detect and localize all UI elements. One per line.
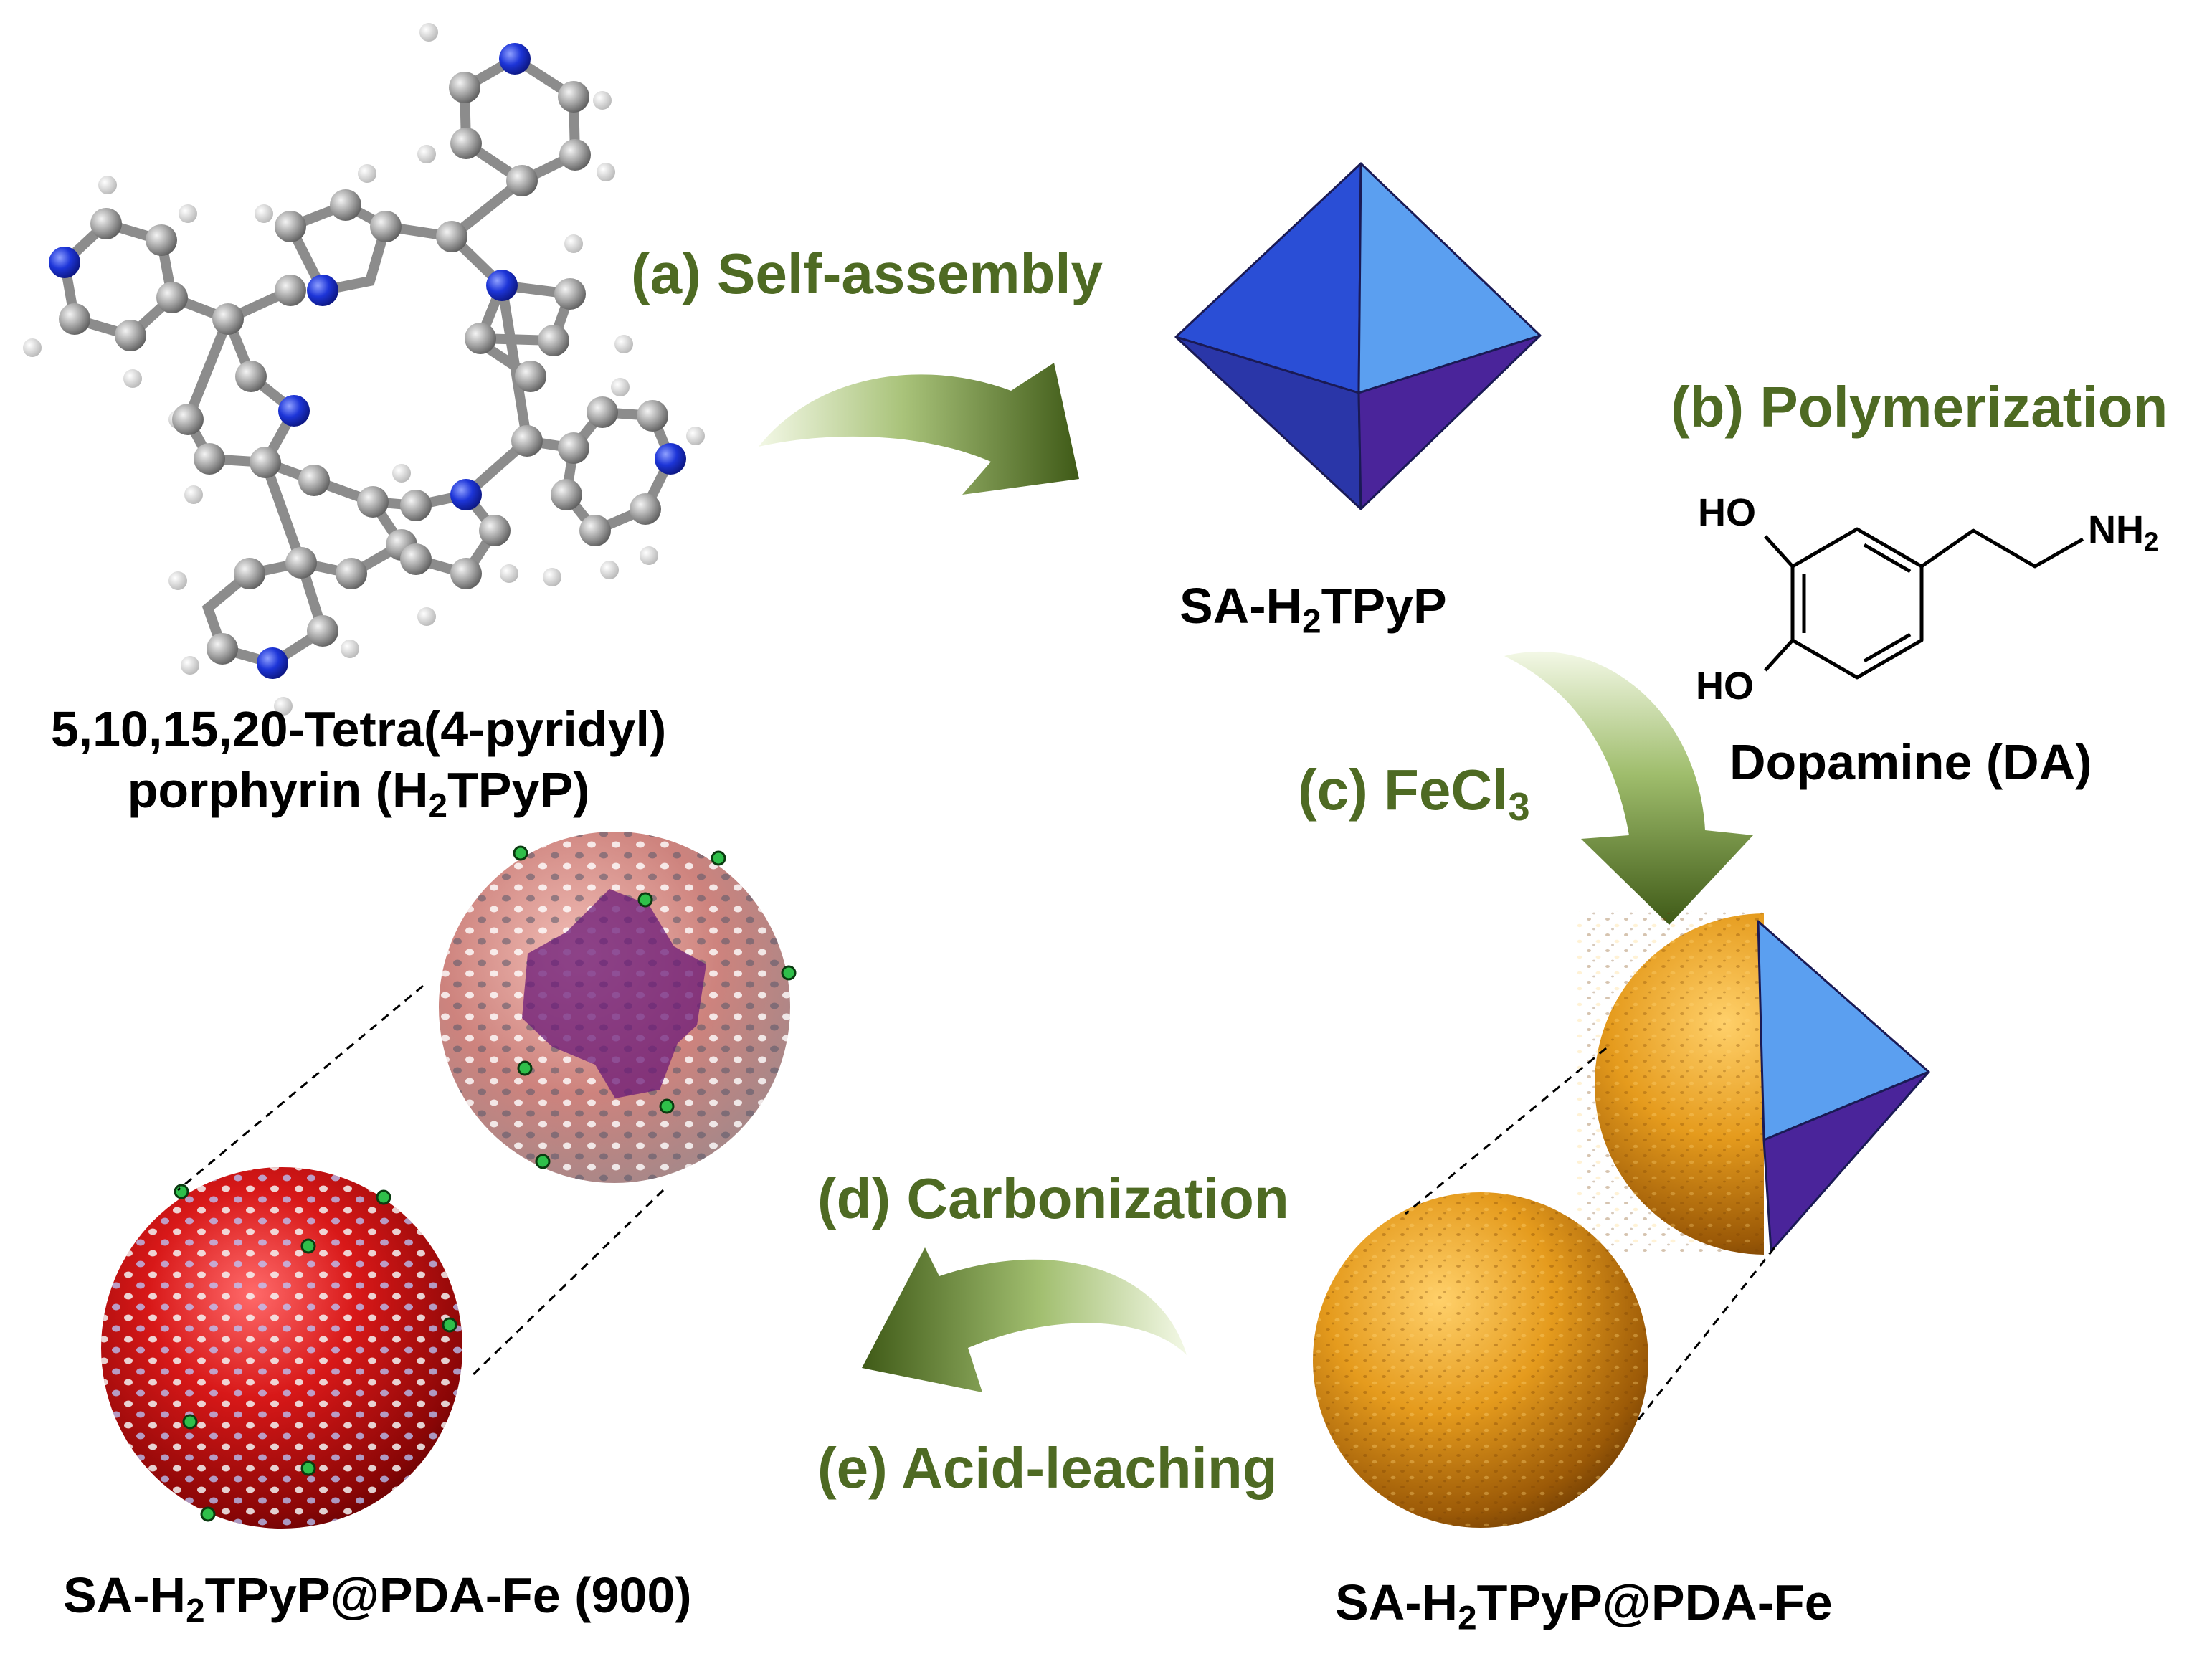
porphyrin-name-line2: porphyrin (H2TPyP) xyxy=(127,762,590,825)
step-carbonization-label: (d) Carbonization xyxy=(817,1166,1289,1230)
zoom-lines-left xyxy=(177,984,665,1379)
sa-h2tpyp-pda-fe-label: SA-H2TPyP@PDA-Fe xyxy=(1335,1574,1833,1638)
porphyrin-name-line1: 5,10,15,20-Tetra(4-pyridyl) xyxy=(50,701,667,757)
dopamine-label: Dopamine (DA) xyxy=(1729,734,2092,790)
porphyrin-name-label: 5,10,15,20-Tetra(4-pyridyl) porphyrin (H… xyxy=(14,699,703,827)
step-fecl3-subscript: 3 xyxy=(1508,785,1530,830)
half-coated-octahedron xyxy=(1577,911,1930,1255)
octahedron-sa-h2tpyp xyxy=(1174,162,1542,510)
pda-fe-coated-sphere xyxy=(1313,1192,1648,1528)
zoom-lines-right xyxy=(1405,1047,1776,1420)
step-polymerization-label: (b) Polymerization xyxy=(1671,375,2168,439)
step-self-assembly-label: (a) Self-assembly xyxy=(631,242,1103,305)
step-fecl3-label: (c) FeCl3 xyxy=(1298,761,1530,827)
sa-h2tpyp-pda-fe-900-label: SA-H2TPyP@PDA-Fe (900) xyxy=(63,1567,692,1630)
dopamine-ho-bottom: HO xyxy=(1696,665,1754,708)
arrow-carbonization xyxy=(862,1247,1187,1392)
step-fecl3-main: (c) FeCl xyxy=(1298,758,1509,822)
arrow-self-assembly xyxy=(759,363,1079,495)
dopamine-structure xyxy=(1764,527,2084,680)
porous-carbon-sphere xyxy=(101,1167,462,1529)
arrow-fecl3 xyxy=(1504,651,1753,925)
sa-h2tpyp-label: SA-H2TPyP xyxy=(1179,578,1447,641)
dopamine-ho-top: HO xyxy=(1698,491,1756,534)
step-acid-leaching-label: (e) Acid-leaching xyxy=(817,1436,1278,1500)
hollow-sphere-cutaway xyxy=(439,832,797,1183)
porphyrin-molecule-model xyxy=(23,23,705,716)
dopamine-nh2: NH2 xyxy=(2088,508,2159,557)
